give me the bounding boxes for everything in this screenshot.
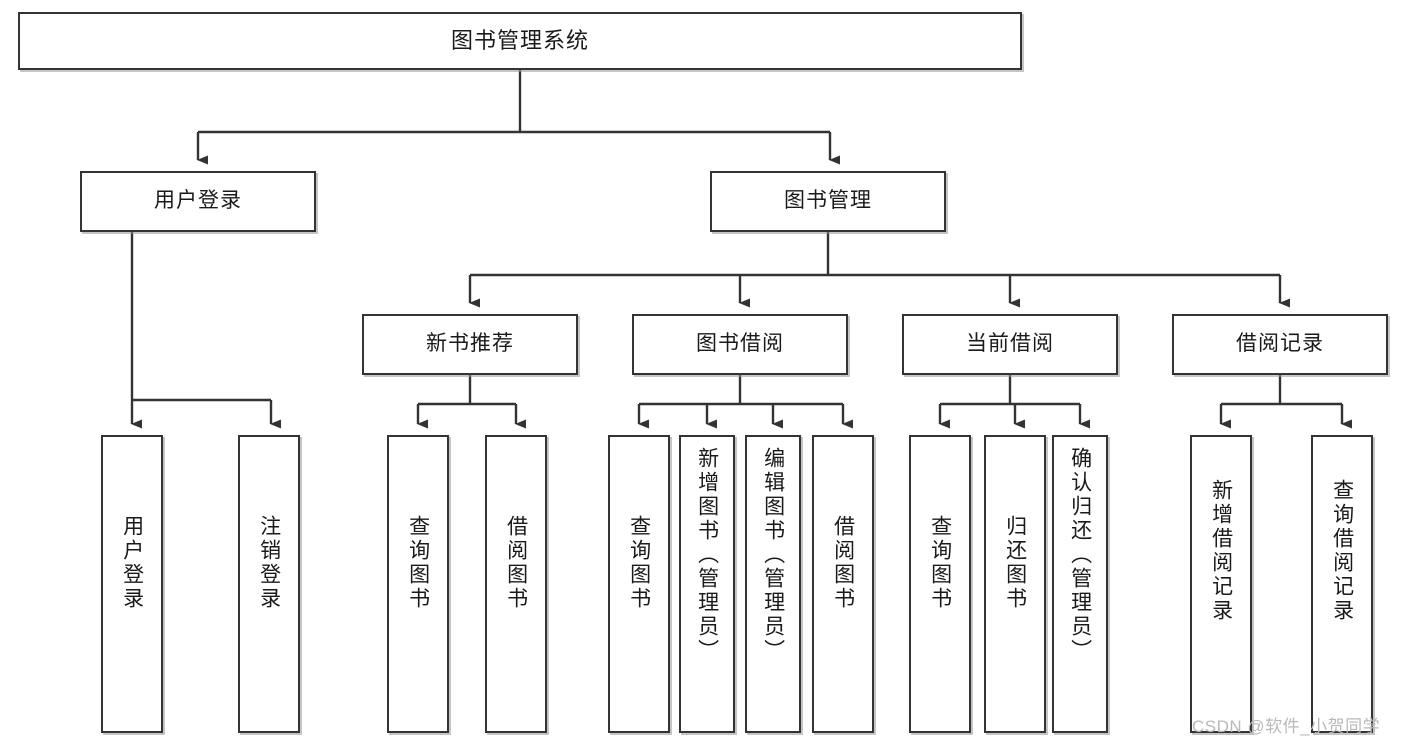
watermark-text: CSDN @软件_小贺同学 (1192, 717, 1381, 736)
node-leaf-query-book-1-label: 查询图书 (406, 515, 430, 611)
node-book-borrow-label: 图书借阅 (696, 332, 784, 356)
node-root[interactable]: 图书管理系统 (18, 12, 1022, 70)
node-leaf-logout-login-label: 注销登录 (257, 515, 281, 611)
node-leaf-query-book-3-label: 查询图书 (928, 515, 952, 611)
node-leaf-borrow-book-2[interactable]: 借阅图书 (812, 435, 874, 733)
node-new-book-recommend-label: 新书推荐 (426, 332, 514, 356)
node-new-book-recommend[interactable]: 新书推荐 (362, 314, 578, 375)
node-leaf-query-book-2-label: 查询图书 (627, 515, 651, 611)
node-book-manage-label: 图书管理 (784, 189, 872, 213)
node-user-login[interactable]: 用户登录 (80, 171, 316, 232)
node-leaf-confirm-return[interactable]: 确认归还（管理员） (1052, 435, 1108, 733)
node-leaf-confirm-return-label: 确认归还（管理员） (1068, 447, 1092, 663)
node-leaf-query-record[interactable]: 查询借阅记录 (1311, 435, 1373, 733)
node-leaf-add-book[interactable]: 新增图书（管理员） (679, 435, 735, 733)
node-leaf-add-book-label: 新增图书（管理员） (695, 447, 719, 663)
node-leaf-user-login-label: 用户登录 (120, 515, 144, 611)
node-leaf-query-record-label: 查询借阅记录 (1330, 479, 1354, 623)
node-book-manage[interactable]: 图书管理 (710, 171, 946, 232)
node-leaf-return-book[interactable]: 归还图书 (984, 435, 1046, 733)
node-leaf-query-book-2[interactable]: 查询图书 (608, 435, 670, 733)
node-leaf-user-login[interactable]: 用户登录 (101, 435, 163, 733)
node-borrow-record-label: 借阅记录 (1236, 332, 1324, 356)
node-root-label: 图书管理系统 (450, 28, 589, 54)
node-leaf-return-book-label: 归还图书 (1003, 515, 1027, 611)
node-user-login-label: 用户登录 (154, 189, 242, 213)
node-leaf-query-book-1[interactable]: 查询图书 (387, 435, 449, 733)
node-leaf-add-record[interactable]: 新增借阅记录 (1190, 435, 1252, 733)
node-leaf-edit-book[interactable]: 编辑图书（管理员） (745, 435, 801, 733)
node-current-borrow[interactable]: 当前借阅 (902, 314, 1118, 375)
node-borrow-record[interactable]: 借阅记录 (1172, 314, 1388, 375)
node-leaf-logout-login[interactable]: 注销登录 (238, 435, 300, 733)
node-book-borrow[interactable]: 图书借阅 (632, 314, 848, 375)
node-leaf-borrow-book-1-label: 借阅图书 (504, 515, 528, 611)
node-leaf-edit-book-label: 编辑图书（管理员） (761, 447, 785, 663)
node-leaf-add-record-label: 新增借阅记录 (1209, 479, 1233, 623)
node-leaf-borrow-book-1[interactable]: 借阅图书 (485, 435, 547, 733)
node-leaf-query-book-3[interactable]: 查询图书 (909, 435, 971, 733)
node-leaf-borrow-book-2-label: 借阅图书 (831, 515, 855, 611)
node-current-borrow-label: 当前借阅 (966, 332, 1054, 356)
